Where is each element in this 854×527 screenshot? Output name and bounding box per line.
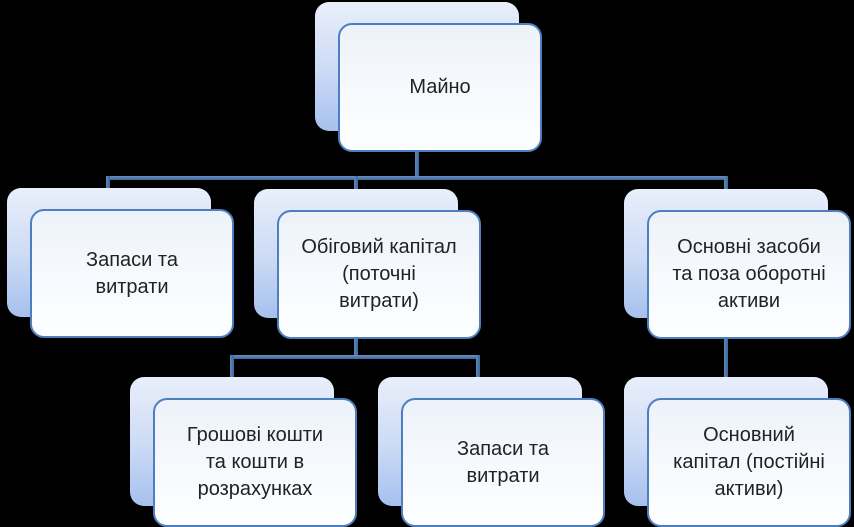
node-shape: Запаси та витрати bbox=[30, 209, 234, 338]
node-shape: Основний капітал (постійні активи) bbox=[647, 398, 851, 527]
connector-root-stub bbox=[415, 150, 419, 180]
connector-working-capital-children-bar bbox=[230, 355, 480, 359]
connector-drop-right bbox=[724, 176, 728, 192]
connector-drop-left bbox=[106, 176, 110, 192]
node-shape: Майно bbox=[338, 23, 542, 152]
connector-fixed-assets-child bbox=[724, 338, 728, 380]
connector-working-capital-stub bbox=[354, 338, 358, 359]
node-label: Грошові кошти та кошти в розрахунках bbox=[186, 424, 324, 500]
connector-drop-middle bbox=[354, 176, 358, 192]
node-stocks-expenses: Запаси та витрати bbox=[7, 188, 234, 338]
connector-drop-stocks bbox=[476, 355, 480, 380]
node-label: Основний капітал (постійні активи) bbox=[673, 424, 825, 500]
node-label: Основні засоби та поза оборотні активи bbox=[672, 236, 826, 312]
node-label: Обіговий капітал (поточні витрати) bbox=[301, 236, 457, 312]
node-property: Майно bbox=[315, 2, 542, 152]
node-shape: Обіговий капітал (поточні витрати) bbox=[277, 210, 481, 339]
node-shape: Грошові кошти та кошти в розрахунках bbox=[153, 398, 357, 527]
node-fixed-assets: Основні засоби та поза оборотні активи bbox=[624, 189, 851, 339]
node-working-capital: Обіговий капітал (поточні витрати) bbox=[254, 189, 481, 339]
node-label: Майно bbox=[409, 76, 471, 98]
connector-root-children-bar bbox=[106, 176, 728, 180]
node-fixed-capital: Основний капітал (постійні активи) bbox=[624, 377, 851, 527]
node-label: Запаси та витрати bbox=[457, 437, 549, 487]
node-shape: Основні засоби та поза оборотні активи bbox=[647, 210, 851, 339]
connector-drop-cash bbox=[230, 355, 234, 380]
node-cash-funds: Грошові кошти та кошти в розрахунках bbox=[130, 377, 357, 527]
node-stocks-expenses-child: Запаси та витрати bbox=[378, 377, 605, 527]
node-label: Запаси та витрати bbox=[86, 248, 178, 298]
node-shape: Запаси та витрати bbox=[401, 398, 605, 527]
